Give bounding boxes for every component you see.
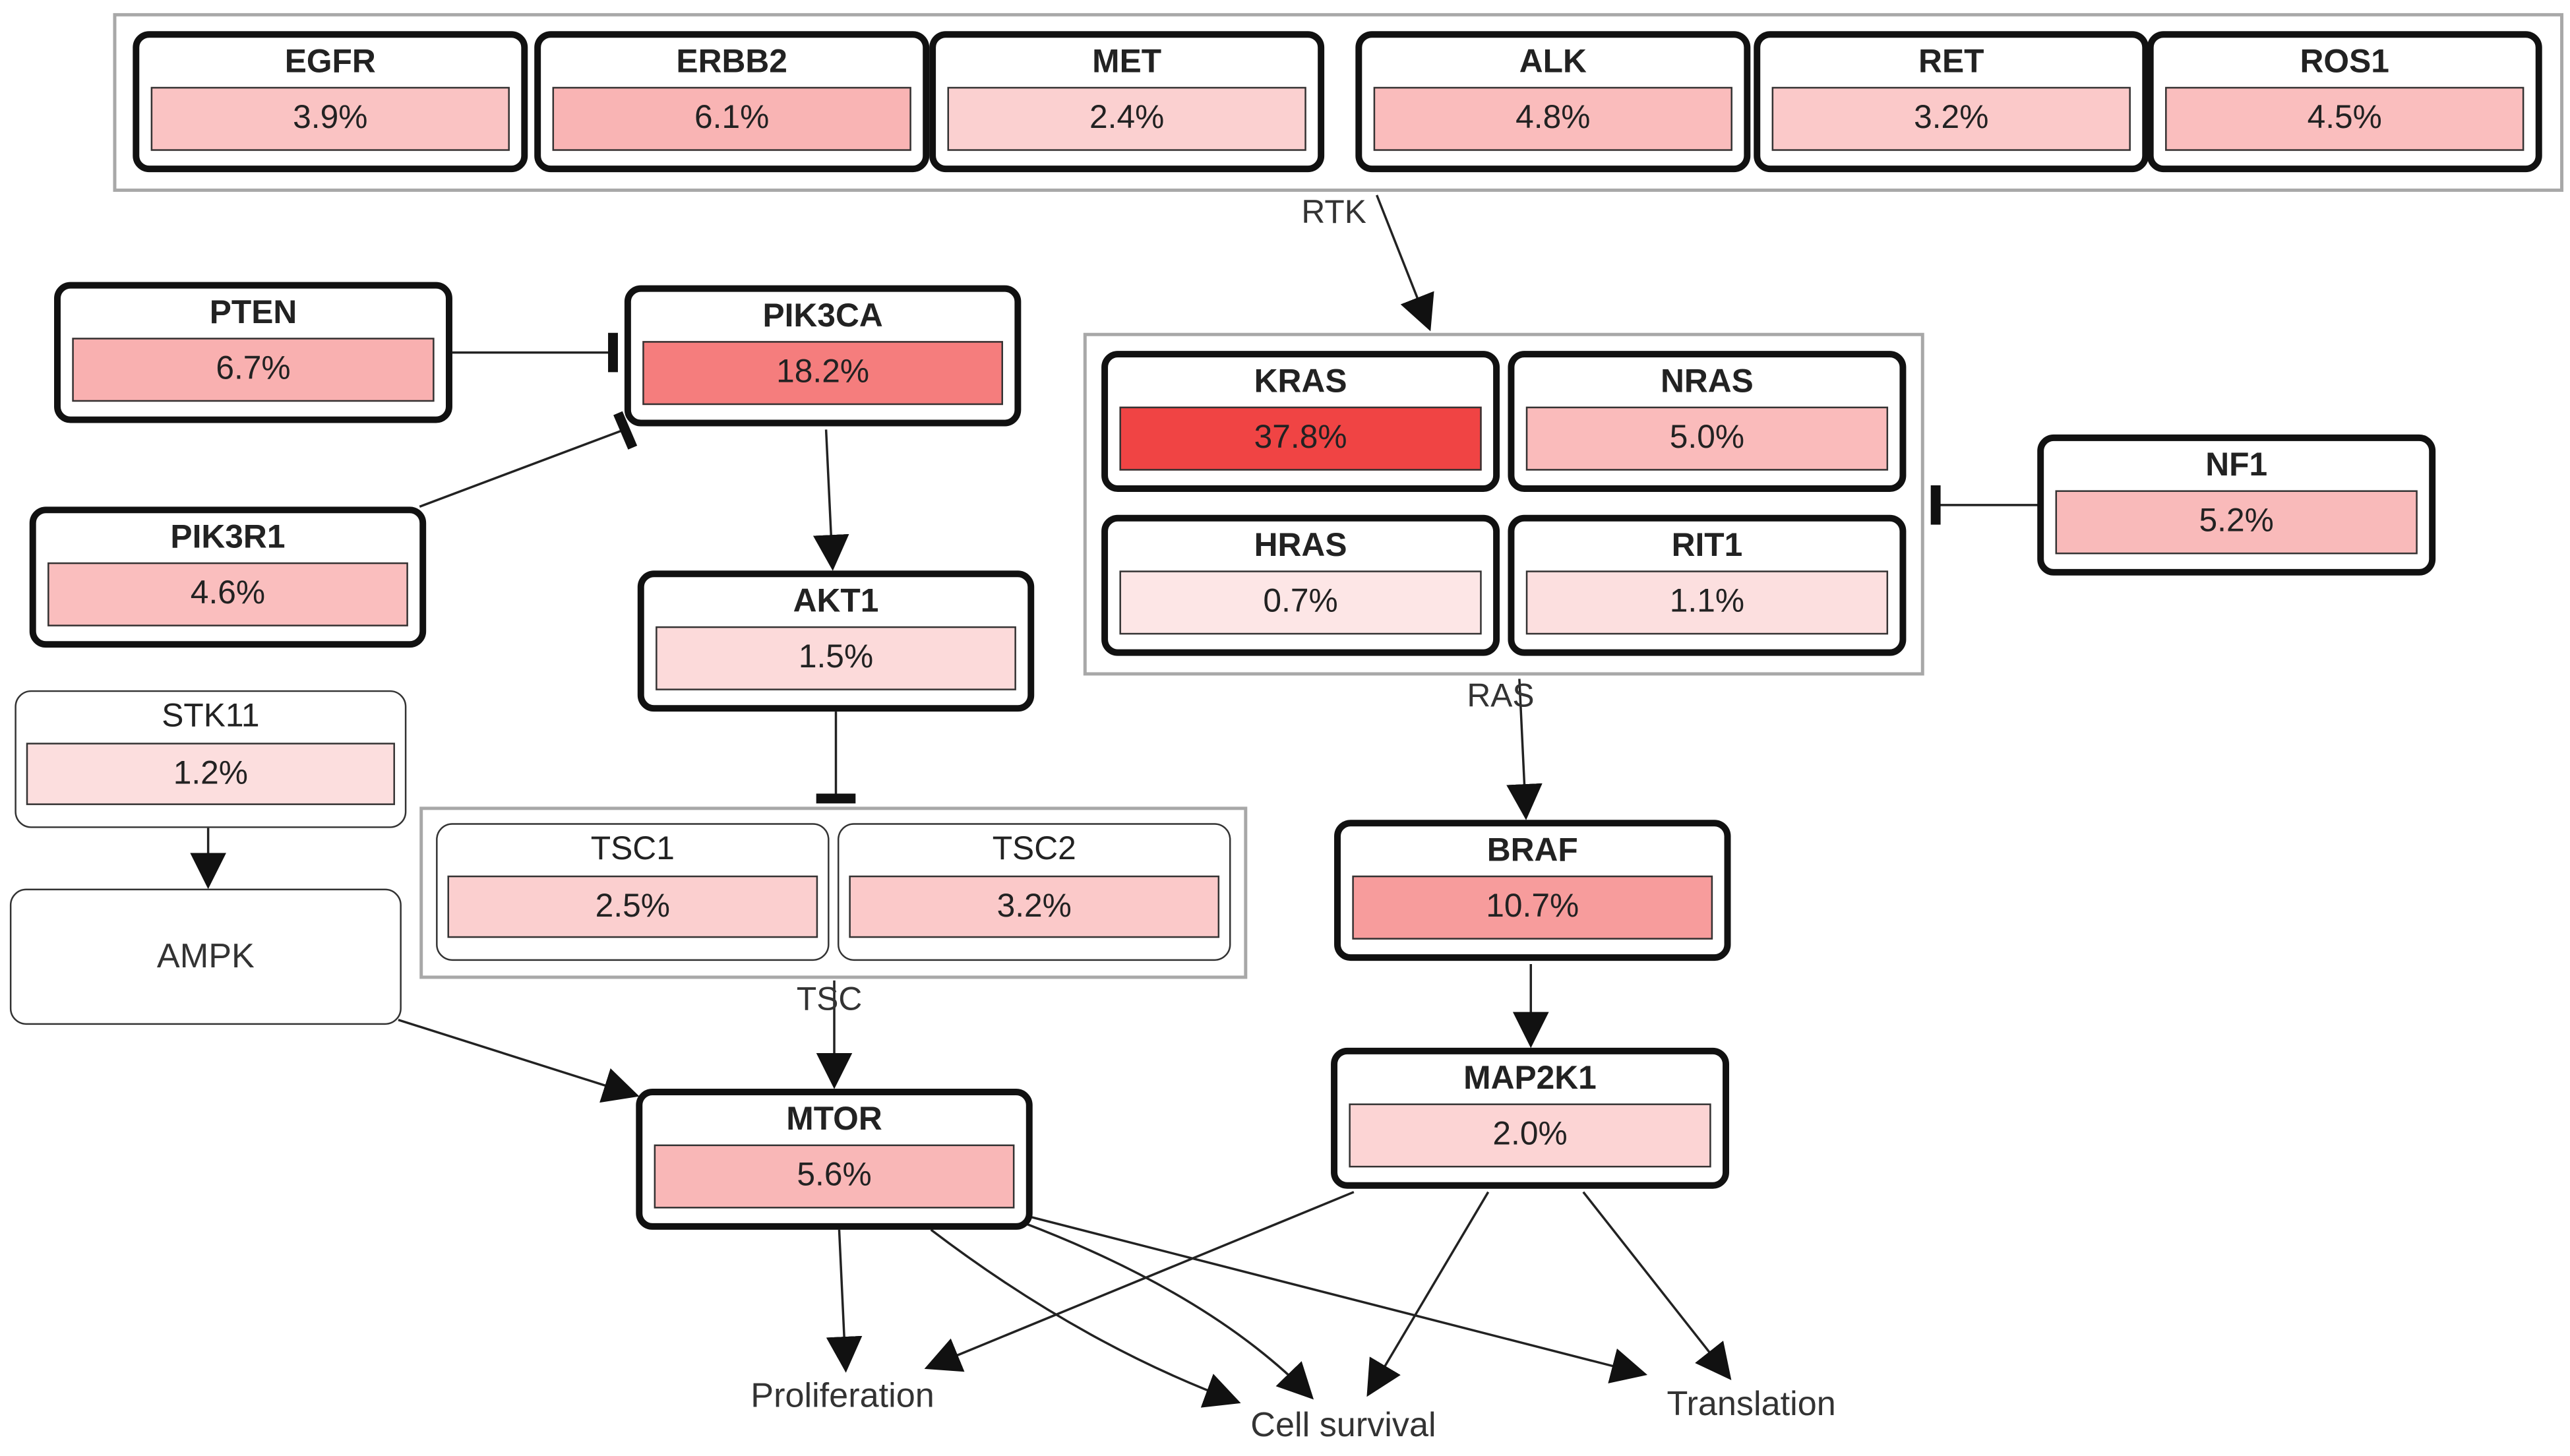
- outcome-translation: Translation: [1667, 1385, 1836, 1424]
- group-label-rtk: RTK: [1301, 195, 1366, 231]
- gene-name: TSC1: [590, 831, 675, 868]
- gene-name: ROS1: [2300, 44, 2389, 80]
- gene-frequency: 3.2%: [849, 875, 1220, 938]
- edge-mtor-to-translation: [1029, 1215, 1648, 1383]
- gene-nras[interactable]: NRAS 5.0%: [1508, 351, 1907, 492]
- gene-frequency: 18.2%: [642, 341, 1004, 406]
- gene-alk[interactable]: ALK 4.8%: [1355, 31, 1751, 173]
- gene-name: HRAS: [1254, 528, 1347, 564]
- gene-pik3ca[interactable]: PIK3CA 18.2%: [624, 285, 1022, 427]
- gene-frequency: 1.2%: [26, 743, 395, 805]
- gene-name: MAP2K1: [1463, 1060, 1597, 1097]
- gene-frequency: 10.7%: [1352, 875, 1713, 940]
- gene-tsc2[interactable]: TSC2 3.2%: [837, 823, 1231, 961]
- gene-name: NF1: [2205, 447, 2268, 484]
- edge-pik3ca-to-akt1: [812, 429, 849, 571]
- gene-rit1[interactable]: RIT1 1.1%: [1508, 514, 1907, 656]
- group-tsc: [419, 806, 1248, 979]
- gene-name: RET: [1918, 44, 1984, 80]
- gene-mtor[interactable]: MTOR 5.6%: [636, 1089, 1033, 1230]
- gene-frequency: 0.7%: [1119, 570, 1482, 635]
- edge-map2k1-to-proliferation: [924, 1191, 1355, 1372]
- group-label-tsc: TSC: [796, 982, 863, 1019]
- outcome-cell-survival: Cell survival: [1250, 1407, 1436, 1445]
- gene-name: BRAF: [1486, 833, 1578, 869]
- edge-mtor-to-cell-survival-b: [1024, 1222, 1314, 1400]
- edge-mtor-to-cell-survival-a: [930, 1228, 1241, 1408]
- gene-name: STK11: [162, 698, 260, 735]
- gene-frequency: 4.6%: [47, 562, 408, 626]
- gene-frequency: 3.2%: [1771, 86, 2131, 151]
- edge-ampk-to-mtor: [398, 1018, 640, 1103]
- gene-name: PIK3CA: [762, 298, 883, 335]
- gene-met[interactable]: MET 2.4%: [929, 31, 1325, 173]
- gene-name: ALK: [1519, 44, 1587, 80]
- gene-name: MET: [1092, 44, 1162, 80]
- gene-egfr[interactable]: EGFR 3.9%: [133, 31, 528, 173]
- inhibit-bar-pik3r1: [613, 411, 638, 450]
- gene-stk11[interactable]: STK11 1.2%: [15, 690, 407, 828]
- gene-ros1[interactable]: ROS1 4.5%: [2147, 31, 2542, 173]
- edge-ras-to-braf: [1506, 679, 1543, 820]
- gene-name: TSC2: [992, 831, 1076, 868]
- gene-frequency: 5.6%: [654, 1144, 1015, 1209]
- group-label-ras: RAS: [1467, 679, 1535, 715]
- gene-frequency: 3.9%: [150, 86, 510, 151]
- gene-frequency: 2.4%: [947, 86, 1306, 151]
- gene-name: PIK3R1: [170, 520, 286, 556]
- gene-ret[interactable]: RET 3.2%: [1754, 31, 2149, 173]
- edge-pik3r1-inhibits-pik3ca: [419, 428, 625, 508]
- gene-nf1[interactable]: NF1 5.2%: [2037, 434, 2436, 576]
- gene-akt1[interactable]: AKT1 1.5%: [637, 570, 1035, 712]
- gene-pten[interactable]: PTEN 6.7%: [54, 282, 452, 423]
- gene-hras[interactable]: HRAS 0.7%: [1101, 514, 1500, 656]
- gene-name: PTEN: [209, 295, 297, 332]
- gene-frequency: 2.0%: [1349, 1103, 1711, 1168]
- edge-mtor-to-proliferation: [826, 1229, 863, 1373]
- gene-name: NRAS: [1660, 364, 1754, 400]
- gene-braf[interactable]: BRAF 10.7%: [1334, 820, 1731, 961]
- gene-name: EGFR: [284, 44, 376, 80]
- node-ampk[interactable]: AMPK: [9, 888, 402, 1025]
- gene-name: RIT1: [1671, 528, 1743, 564]
- gene-frequency: 6.7%: [72, 338, 435, 402]
- gene-name: AKT1: [793, 584, 879, 620]
- outcome-proliferation: Proliferation: [750, 1377, 934, 1415]
- gene-name: KRAS: [1254, 364, 1347, 400]
- gene-frequency: 2.5%: [447, 875, 818, 938]
- gene-frequency: 4.8%: [1373, 86, 1732, 151]
- gene-frequency: 1.5%: [656, 626, 1016, 690]
- gene-name: MTOR: [786, 1101, 882, 1138]
- gene-pik3r1[interactable]: PIK3R1 4.6%: [29, 506, 427, 648]
- edge-map2k1-to-cell-survival: [1366, 1191, 1490, 1397]
- gene-name: ERBB2: [676, 44, 787, 80]
- gene-erbb2[interactable]: ERBB2 6.1%: [534, 31, 930, 173]
- gene-frequency: 6.1%: [552, 86, 911, 151]
- gene-frequency: 4.5%: [2165, 86, 2524, 151]
- group-ras: [1083, 332, 1924, 676]
- gene-frequency: 1.1%: [1525, 570, 1889, 635]
- gene-frequency: 5.2%: [2055, 490, 2418, 555]
- group-rtk: [113, 13, 2564, 192]
- gene-frequency: 37.8%: [1119, 406, 1482, 471]
- gene-kras[interactable]: KRAS 37.8%: [1101, 351, 1500, 492]
- node-label: AMPK: [156, 937, 255, 975]
- gene-map2k1[interactable]: MAP2K1 2.0%: [1331, 1047, 1729, 1189]
- edge-map2k1-to-translation: [1582, 1191, 1732, 1380]
- edge-rtk-to-ras: [1376, 195, 1434, 332]
- gene-frequency: 5.0%: [1525, 406, 1889, 471]
- gene-tsc1[interactable]: TSC1 2.5%: [436, 823, 830, 961]
